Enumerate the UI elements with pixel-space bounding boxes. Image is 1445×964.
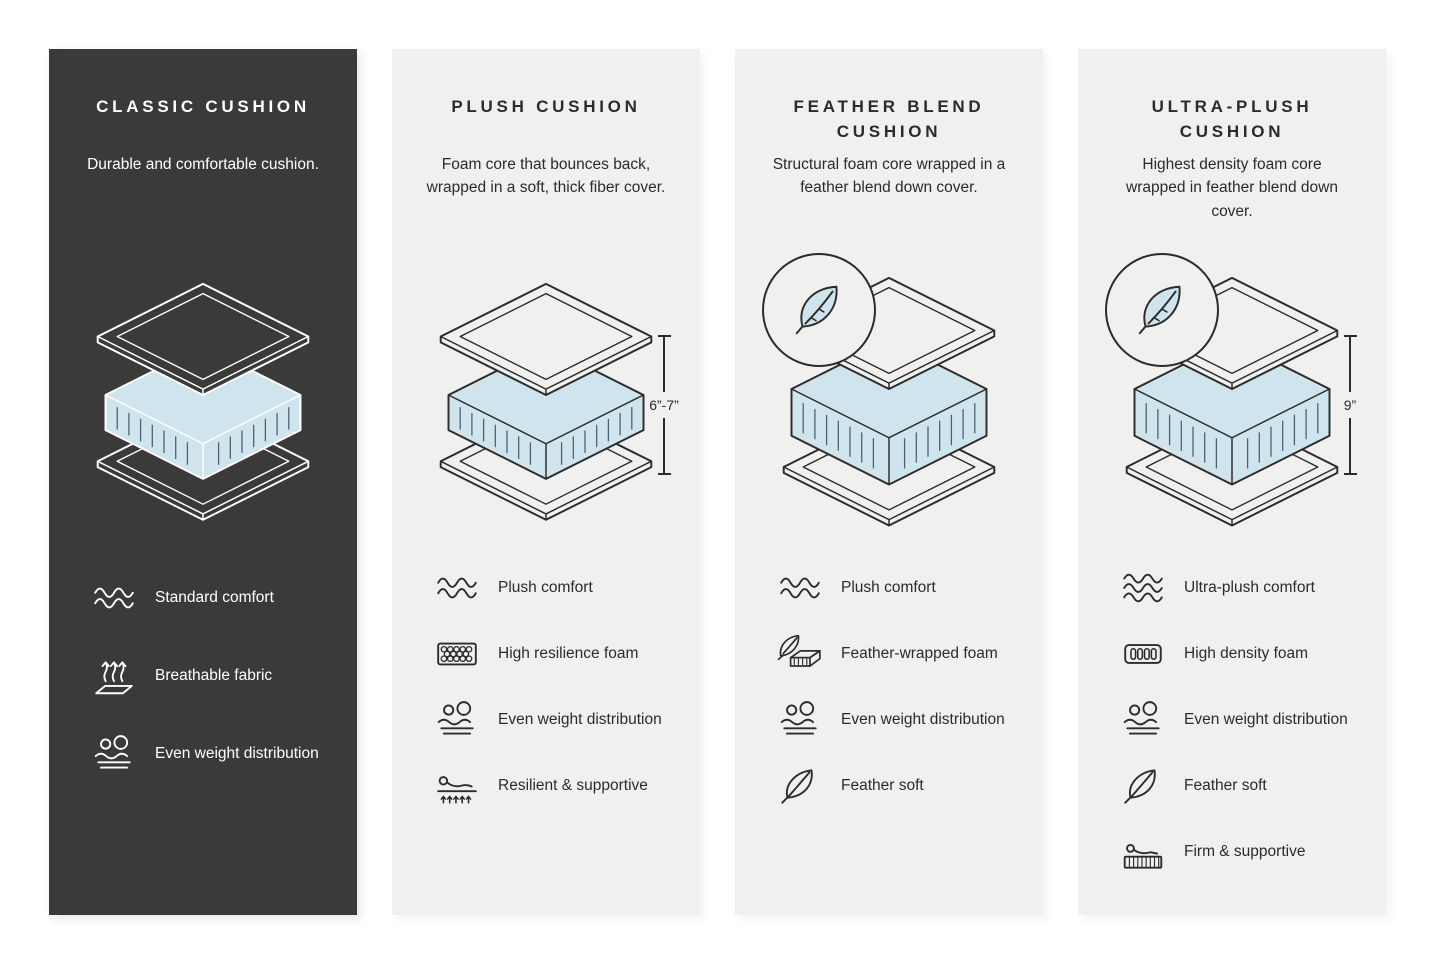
panel-title: FEATHER BLEND CUSHION [793,97,985,141]
feature-row: Even weight distribution [775,699,1009,741]
feature-label: High density foam [1184,644,1309,662]
feature-label: Even weight distribution [155,744,319,762]
layered-cushion-illustration [86,278,320,524]
measure-line [663,418,665,473]
feature-row: Resilient & supportive [432,765,666,807]
triple-waves-comfort-icon [1118,567,1168,609]
measure-line [1349,337,1351,392]
even-weight-icon [775,699,825,741]
feature-row: Plush comfort [775,567,1009,609]
panel-title: ULTRA-PLUSH CUSHION [1151,97,1313,141]
measure-bottom-cap [1343,473,1357,475]
panel-description: Highest density foam core wrapped in fea… [1126,156,1338,220]
feature-label: Ultra-plush comfort [1184,578,1315,596]
feature-list: Plush comfort High resilience foam Even … [426,567,666,807]
feature-label: Firm & supportive [1184,842,1306,860]
feather-badge [762,253,876,367]
feature-row: Feather soft [1118,765,1352,807]
feature-label: Plush comfort [841,578,936,596]
feature-row: High resilience foam [432,633,666,675]
feature-row: Even weight distribution [1118,699,1352,741]
measure-top-cap [1343,335,1357,337]
panel-title: PLUSH CUSHION [451,97,641,116]
even-weight-icon [1118,699,1168,741]
feature-row: Standard comfort [89,577,323,619]
feature-row: High density foam [1118,633,1352,675]
cushion-diagram: 6”-7” [426,243,679,559]
feature-label: Breathable fabric [155,666,273,684]
panel-classic-cushion: CLASSIC CUSHION Durable and comfortable … [49,49,357,915]
feature-row: Firm & supportive [1118,831,1352,873]
measure-top-cap [657,335,671,337]
feature-row: Ultra-plush comfort [1118,567,1352,609]
feature-row: Feather-wrapped foam [775,633,1009,675]
feature-label: High resilience foam [498,644,639,662]
feature-list: Plush comfort Feather-wrapped foam Even … [769,567,1009,807]
feature-label: Plush comfort [498,578,593,596]
height-measure-label: 6”-7” [649,397,679,413]
resilience-foam-icon [432,633,482,675]
feature-list: Ultra-plush comfort High density foam Ev… [1112,567,1352,873]
feature-label: Feather soft [1184,776,1267,794]
feature-row: Even weight distribution [89,733,323,775]
measure-line [1349,418,1351,473]
panel-description: Foam core that bounces back, wrapped in … [426,156,666,197]
panel-description: Structural foam core wrapped in a feathe… [772,156,1006,197]
height-measure-indicator: 9” [1322,335,1378,475]
feature-label: Standard comfort [155,588,274,606]
feather-icon [788,279,850,341]
feature-row: Even weight distribution [432,699,666,741]
feature-row: Plush comfort [432,567,666,609]
measure-line [663,337,665,392]
layered-cushion-illustration [429,278,663,524]
even-weight-icon [432,699,482,741]
breathable-fabric-icon [89,655,139,697]
panel-ultra-plush-cushion: ULTRA-PLUSH CUSHION Highest density foam… [1078,49,1386,915]
feather-soft-icon [775,765,825,807]
measure-bottom-cap [657,473,671,475]
cushion-diagram [83,243,323,559]
height-measure-label: 9” [1343,397,1357,413]
feature-label: Resilient & supportive [498,776,648,794]
high-density-foam-icon [1118,633,1168,675]
panel-title: CLASSIC CUSHION [96,97,310,116]
feature-list: Standard comfort Breathable fabric Even … [83,577,323,775]
feature-row: Feather soft [775,765,1009,807]
feather-wrapped-foam-icon [775,633,825,675]
feather-soft-icon [1118,765,1168,807]
feature-label: Even weight distribution [841,710,1005,728]
cushion-diagram [762,243,1009,559]
panel-feather-blend-cushion: FEATHER BLEND CUSHION Structural foam co… [735,49,1043,915]
panel-plush-cushion: PLUSH CUSHION Foam core that bounces bac… [392,49,700,915]
firm-supportive-icon [1118,831,1168,873]
feather-icon [1131,279,1193,341]
feather-badge [1105,253,1219,367]
panel-description: Durable and comfortable cushion. [87,156,319,173]
feature-row: Breathable fabric [89,655,323,697]
feature-label: Even weight distribution [1184,710,1348,728]
even-weight-icon [89,733,139,775]
waves-comfort-icon [432,567,482,609]
feature-label: Even weight distribution [498,710,662,728]
height-measure-indicator: 6”-7” [636,335,692,475]
cushion-diagram: 9” [1105,243,1357,559]
feature-label: Feather soft [841,776,924,794]
waves-comfort-icon [775,567,825,609]
resilient-supportive-icon [432,765,482,807]
waves-comfort-icon [89,577,139,619]
feature-label: Feather-wrapped foam [841,644,998,662]
